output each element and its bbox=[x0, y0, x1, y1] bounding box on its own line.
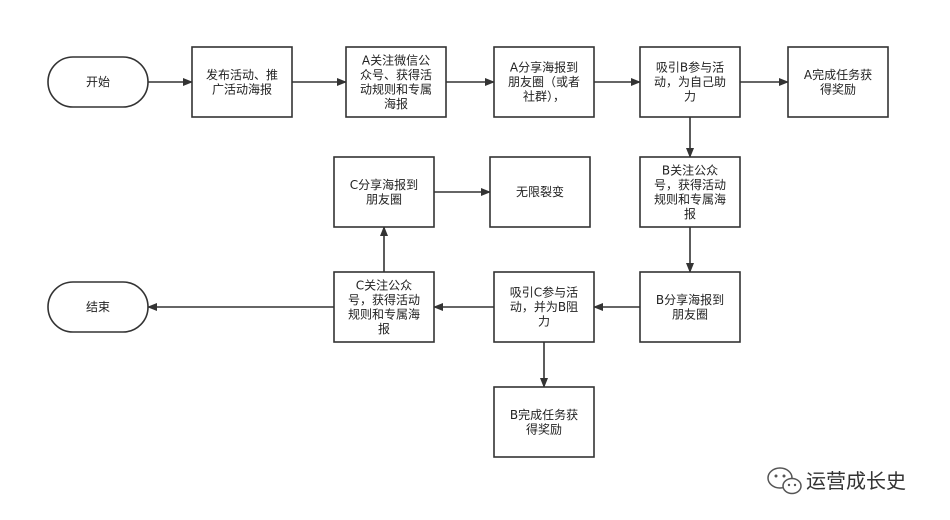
node-end: 结束 bbox=[47, 281, 149, 333]
node-a-share-label-line: 社群）， bbox=[523, 89, 565, 104]
nodes-layer: 开始发布活动、推广活动海报A关注微信公众号、获得活动规则和专属海报A分享海报到朋… bbox=[47, 46, 889, 458]
node-b-follow-label-line: 号，获得活动 bbox=[654, 177, 726, 192]
node-a-follow-shape bbox=[345, 46, 447, 118]
node-b-reward-label-line: B完成任务获 bbox=[510, 407, 578, 422]
node-b-follow-label-line: 报 bbox=[684, 206, 696, 221]
node-c-follow-shape bbox=[333, 271, 435, 343]
node-a-reward-label-line: A完成任务获 bbox=[804, 67, 872, 82]
watermark-text: 运营成长史 bbox=[806, 469, 906, 493]
node-b-reward-label-line: 得奖励 bbox=[526, 421, 562, 436]
node-infinite-shape bbox=[489, 156, 591, 228]
node-publish-shape bbox=[191, 46, 293, 118]
node-b-follow-shape bbox=[639, 156, 741, 228]
node-attract-b-label-line: 力 bbox=[684, 90, 696, 104]
node-publish-label-line: 发布活动、推 bbox=[206, 67, 278, 82]
node-end-shape bbox=[47, 281, 149, 333]
watermark: 运营成长史 bbox=[767, 467, 906, 495]
node-c-follow-label-line: 报 bbox=[378, 321, 390, 336]
node-attract-c-label-line: 吸引C参与活 bbox=[510, 285, 578, 300]
node-a-follow-label-line: 动规则和专属 bbox=[360, 81, 432, 96]
node-b-share-shape bbox=[639, 271, 741, 343]
node-a-reward-shape bbox=[787, 46, 889, 118]
node-a-share-label-line: 朋友圈（或者 bbox=[508, 75, 580, 89]
node-b-follow-label-line: 规则和专属海 bbox=[654, 191, 726, 206]
node-attract-b-label-line: 动，为自己助 bbox=[654, 75, 726, 89]
node-attract-b-shape bbox=[639, 46, 741, 118]
node-c-share-label-line: 朋友圈 bbox=[366, 192, 402, 206]
node-b-share-label-line: B分享海报到 bbox=[656, 292, 724, 307]
node-a-follow-label-line: A关注微信公 bbox=[362, 52, 430, 67]
node-attract-b-label-line: 吸引B参与活 bbox=[656, 60, 724, 75]
wechat-icon bbox=[767, 467, 802, 495]
edges-layer bbox=[147, 78, 789, 388]
node-start: 开始 bbox=[47, 56, 149, 108]
node-infinite: 无限裂变 bbox=[489, 156, 591, 228]
node-attract-c-label-line: 力 bbox=[538, 315, 550, 329]
node-a-share-shape bbox=[493, 46, 595, 118]
node-c-share-label-line: C分享海报到 bbox=[350, 177, 418, 192]
node-c-follow-label-line: C关注公众 bbox=[356, 277, 412, 292]
node-attract-c-label-line: 动，并为B阻 bbox=[510, 300, 578, 314]
node-a-share-label-line: A分享海报到 bbox=[510, 60, 578, 75]
node-a-reward-label-line: 得奖励 bbox=[820, 81, 856, 96]
node-b-share-label-line: 朋友圈 bbox=[672, 307, 708, 321]
node-attract-c-shape bbox=[493, 271, 595, 343]
node-start-label-line: 开始 bbox=[86, 75, 110, 89]
node-b-reward-shape bbox=[493, 386, 595, 458]
node-end-label-line: 结束 bbox=[86, 300, 110, 314]
node-c-follow-label-line: 规则和专属海 bbox=[348, 306, 420, 321]
node-b-follow-label-line: B关注公众 bbox=[662, 162, 718, 177]
node-a-follow-label-line: 众号、获得活 bbox=[360, 67, 432, 82]
node-start-shape bbox=[47, 56, 149, 108]
node-c-share-shape bbox=[333, 156, 435, 228]
node-infinite-label-line: 无限裂变 bbox=[516, 184, 564, 199]
node-a-follow-label-line: 海报 bbox=[384, 96, 408, 111]
node-c-follow-label-line: 号，获得活动 bbox=[348, 292, 420, 307]
node-publish-label-line: 广活动海报 bbox=[212, 81, 272, 96]
